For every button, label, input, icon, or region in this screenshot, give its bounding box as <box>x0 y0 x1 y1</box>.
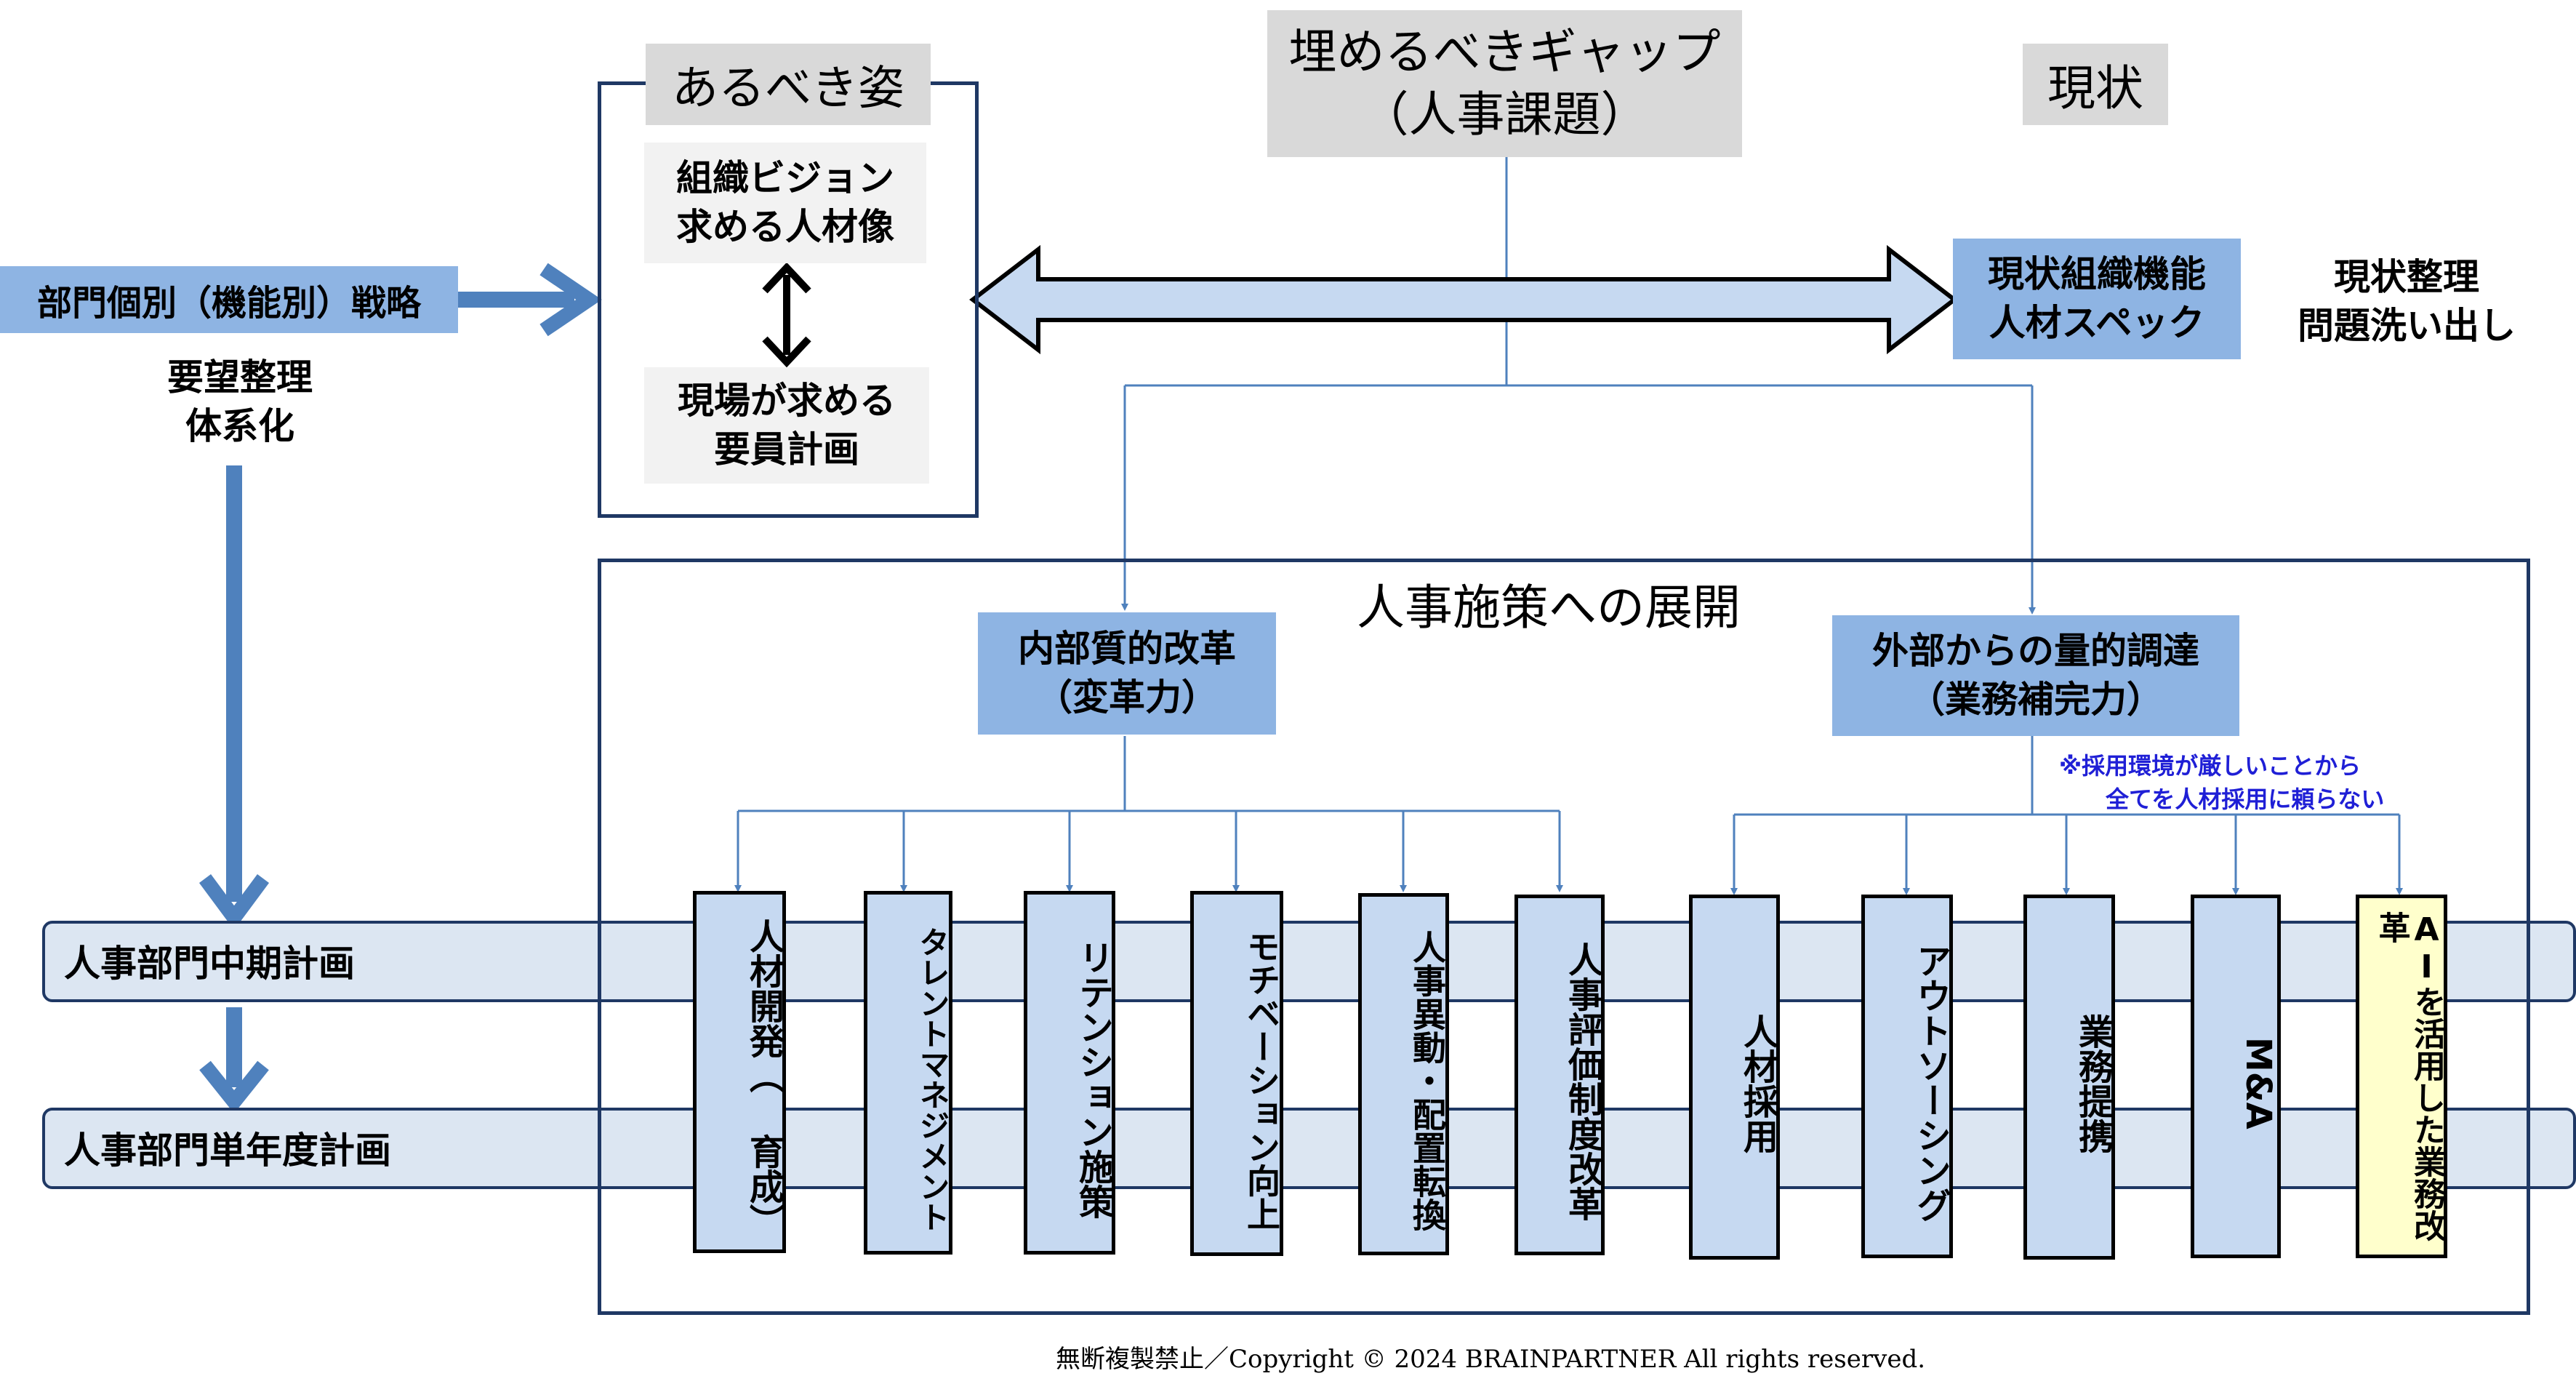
internal-fanout-connector <box>734 736 1563 892</box>
measure-talent-management: タレントマネジメント <box>864 891 952 1255</box>
measure-ai-reform: AIを活用した業務改革 <box>2356 895 2447 1258</box>
midplan-to-annual-arrow <box>199 1007 269 1114</box>
internal-reform-box: 内部質的改革 （変革力） <box>978 612 1276 735</box>
ideal-current-double-arrow <box>969 244 1958 355</box>
copyright-footer: 無断複製禁止／Copyright © 2024 BRAINPARTNER All… <box>1055 1344 1926 1374</box>
measure-transfer: 人事異動・配置転換 <box>1358 893 1449 1255</box>
current-note: 現状整理 問題洗い出し <box>2298 255 2516 348</box>
measure-talent-development: 人材開発（ 育成） <box>693 891 786 1253</box>
measure-recruitment: 人材採用 <box>1689 895 1780 1260</box>
ideal-vision-box: 組織ビジョン 求める人材像 <box>644 143 926 263</box>
measure-outsourcing: アウトソーシング <box>1861 895 1953 1258</box>
vision-staffing-double-arrow <box>762 262 811 368</box>
external-procurement-box: 外部からの量的調達 （業務補完力） <box>1832 615 2239 736</box>
measure-ma: M&A <box>2191 895 2281 1258</box>
measure-alliance: 業務提携 <box>2023 895 2115 1260</box>
external-fanout-connector <box>1730 736 2403 895</box>
recruitment-note: ※採用環境が厳しいことから 全てを人材採用に頼らない <box>2059 752 2385 814</box>
current-spec-box: 現状組織機能 人材スペック <box>1953 239 2241 359</box>
annual-plan-band <box>42 1108 2576 1189</box>
strategy-to-ideal-arrow <box>458 263 602 337</box>
organize-to-midplan-arrow <box>198 465 270 930</box>
mid-plan-band <box>42 921 2576 1002</box>
gap-split-connector <box>1121 157 2036 615</box>
gap-title: 埋めるべきギャップ （人事課題） <box>1267 10 1742 157</box>
deploy-title: 人事施策への展開 <box>1357 580 1741 636</box>
deploy-frame <box>598 559 2530 1315</box>
organize-label: 要望整理 体系化 <box>167 356 313 448</box>
mid-plan-label: 人事部門中期計画 <box>64 943 355 985</box>
measure-evaluation-reform: 人事評価制度改革 <box>1514 895 1605 1255</box>
measure-motivation: モチベーション向上 <box>1190 891 1283 1256</box>
strategy-box: 部門個別（機能別）戦略 <box>0 266 458 333</box>
ideal-staffing-box: 現場が求める 要員計画 <box>644 367 929 484</box>
current-title: 現状 <box>2023 44 2168 125</box>
ideal-title: あるべき姿 <box>646 44 931 125</box>
annual-plan-label: 人事部門単年度計画 <box>64 1129 391 1172</box>
measure-retention: リテンション施策 <box>1024 891 1115 1255</box>
